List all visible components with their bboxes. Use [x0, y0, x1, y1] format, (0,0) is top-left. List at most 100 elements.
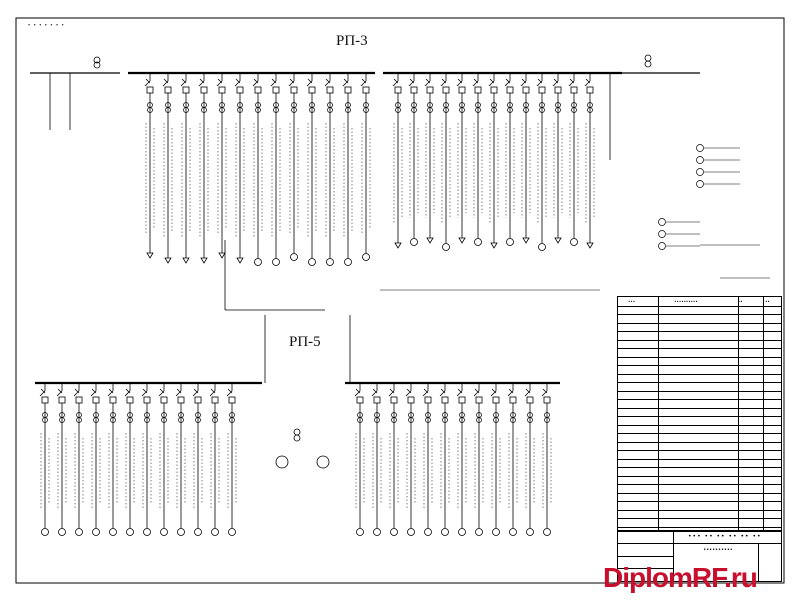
- switch-symbol: [288, 78, 295, 87]
- switch-symbol: [392, 78, 399, 87]
- current-transformer-symbol: [395, 107, 401, 113]
- legend-row-divider: [618, 450, 781, 451]
- motor-symbol: [254, 258, 262, 266]
- breaker-symbol: [211, 396, 219, 404]
- current-transformer-symbol: [59, 417, 65, 423]
- legend-row-divider: [618, 348, 781, 349]
- breaker-symbol: [218, 86, 226, 94]
- motor-symbol: [441, 528, 449, 536]
- breaker-symbol: [424, 396, 432, 404]
- cable-end-symbol: [218, 252, 226, 259]
- rp3-transformer-symbol: [644, 60, 652, 68]
- legend-row-divider: [618, 365, 781, 366]
- breaker-symbol: [410, 86, 418, 94]
- breaker-symbol: [492, 396, 500, 404]
- current-transformer-symbol: [273, 107, 279, 113]
- rp3-transformer-symbol: [93, 56, 101, 64]
- current-transformer-symbol: [408, 417, 414, 423]
- breaker-symbol: [58, 396, 66, 404]
- switch-symbol: [456, 388, 463, 397]
- rp5-generator-symbol: [275, 455, 289, 469]
- equipment-specification-table: ••• •••••••••• •• ••: [617, 296, 782, 532]
- motor-symbol: [492, 528, 500, 536]
- switch-symbol: [408, 78, 415, 87]
- current-transformer-symbol: [229, 417, 235, 423]
- motor-symbol: [109, 528, 117, 536]
- breaker-symbol: [92, 396, 100, 404]
- current-transformer-symbol: [201, 107, 207, 113]
- breaker-symbol: [200, 86, 208, 94]
- motor-symbol: [543, 528, 551, 536]
- switch-symbol: [175, 388, 182, 397]
- current-transformer-symbol: [493, 417, 499, 423]
- switch-symbol: [439, 388, 446, 397]
- breaker-symbol: [254, 86, 262, 94]
- breaker-symbol: [586, 86, 594, 94]
- motor-symbol: [58, 528, 66, 536]
- motor-symbol: [75, 528, 83, 536]
- breaker-symbol: [426, 86, 434, 94]
- current-transformer-symbol: [165, 107, 171, 113]
- switch-symbol: [90, 388, 97, 397]
- switch-symbol: [56, 388, 63, 397]
- breaker-symbol: [290, 86, 298, 94]
- rp3-switchgear: [30, 54, 700, 311]
- switch-symbol: [209, 388, 216, 397]
- legend-row-divider: [618, 407, 781, 409]
- breaker-symbol: [177, 396, 185, 404]
- legend-row-divider: [618, 416, 781, 417]
- switch-symbol: [424, 78, 431, 87]
- cable-end-symbol: [458, 237, 466, 244]
- current-transformer-symbol: [459, 417, 465, 423]
- switch-symbol: [504, 78, 511, 87]
- breaker-symbol: [458, 396, 466, 404]
- legend-row-divider: [618, 390, 781, 392]
- stamp-grid-line: [758, 543, 759, 581]
- breaker-symbol: [236, 86, 244, 94]
- breaker-symbol: [362, 86, 370, 94]
- legend-row-divider: [618, 475, 781, 477]
- switch-symbol: [371, 388, 378, 397]
- title-block: ••• •• •• •• •• •• ••••••••••: [617, 530, 782, 582]
- motor-symbol: [475, 528, 483, 536]
- motor-symbol: [92, 528, 100, 536]
- switch-symbol: [158, 388, 165, 397]
- breaker-symbol: [458, 86, 466, 94]
- stamp-grid-line: [618, 568, 673, 569]
- switch-symbol: [270, 78, 277, 87]
- legend-header-note: ••: [765, 299, 770, 304]
- legend-row-divider: [618, 441, 781, 443]
- legend-row-divider: [618, 484, 781, 485]
- current-transformer-symbol: [76, 417, 82, 423]
- breaker-symbol: [146, 86, 154, 94]
- cable-end-symbol: [146, 252, 154, 259]
- breaker-symbol: [570, 86, 578, 94]
- switch-symbol: [39, 388, 46, 397]
- stamp-grid-line: [673, 531, 674, 581]
- switch-symbol: [73, 388, 80, 397]
- legend-header-qty: ••: [737, 299, 743, 304]
- current-transformer-symbol: [363, 107, 369, 113]
- switch-symbol: [162, 78, 169, 87]
- breaker-symbol: [373, 396, 381, 404]
- legend-row-divider: [618, 322, 781, 324]
- legend-column-divider: [658, 297, 659, 531]
- current-transformer-symbol: [544, 417, 550, 423]
- motor-symbol: [211, 528, 219, 536]
- stamp-name: ••••••••••: [703, 547, 733, 553]
- current-transformer-symbol: [219, 107, 225, 113]
- switch-symbol: [234, 78, 241, 87]
- relay-coil-symbol: [658, 218, 666, 226]
- motor-symbol: [290, 253, 298, 261]
- current-transformer-symbol: [147, 107, 153, 113]
- legend-row-divider: [618, 501, 781, 502]
- current-transformer-symbol: [161, 417, 167, 423]
- rp3-title: РП-3: [336, 33, 368, 49]
- breaker-symbol: [554, 86, 562, 94]
- motor-symbol: [390, 528, 398, 536]
- breaker-symbol: [506, 86, 514, 94]
- relay-coil-symbol: [658, 242, 666, 250]
- current-transformer-symbol: [555, 107, 561, 113]
- switch-symbol: [584, 78, 591, 87]
- current-transformer-symbol: [183, 107, 189, 113]
